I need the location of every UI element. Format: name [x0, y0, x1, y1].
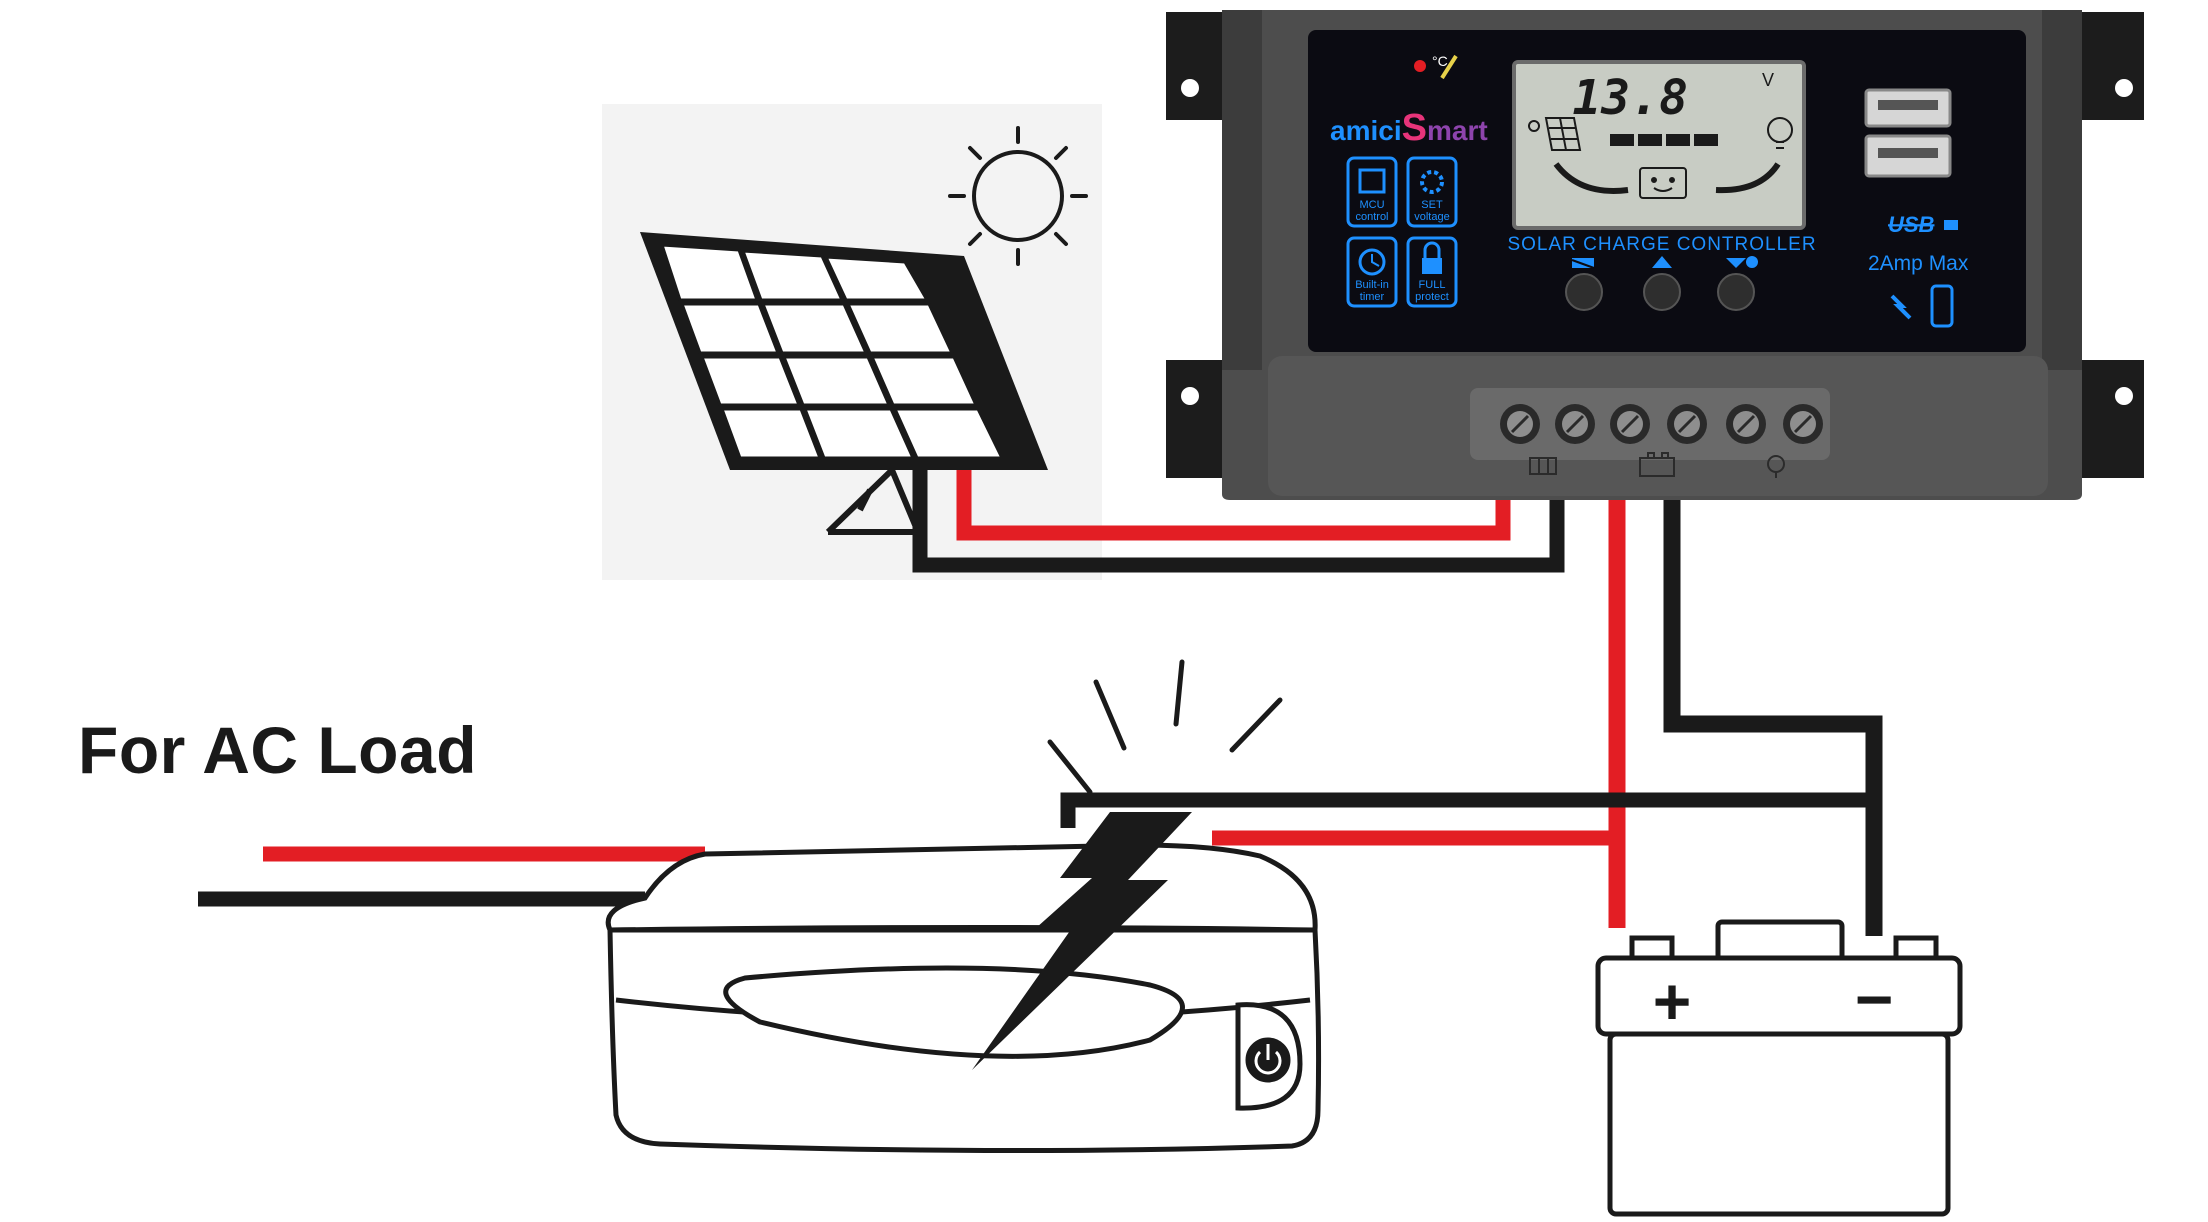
battery-case: [1607, 1031, 1951, 1217]
battery-negative-symbol: −: [1855, 962, 1894, 1036]
usb-ports: [1864, 88, 1952, 178]
mcu-control-icon: MCU control: [1346, 156, 1398, 228]
control-buttons: [1565, 256, 1758, 311]
terminal-labels: [1529, 452, 1785, 478]
inverter-top: [605, 842, 1318, 933]
wires: [198, 470, 1883, 936]
battery-negative-wire: [1663, 495, 1883, 936]
menu-button[interactable]: [1565, 273, 1603, 311]
protection-lock-icon: FULL protect: [1406, 236, 1458, 308]
brand-logo: amiciSmart: [1330, 107, 1488, 149]
solar-negative-wire: [912, 470, 1565, 573]
svg-text:MCU: MCU: [1359, 199, 1384, 211]
svg-text:timer: timer: [1360, 291, 1385, 303]
thermometer-icon: °C: [1414, 53, 1458, 80]
usb-phone-icon: [1890, 284, 1954, 328]
lcd-voltage-unit: V: [1762, 70, 1774, 90]
battery-positive-symbol: +: [1653, 964, 1692, 1038]
usb-logo: USB: [1888, 212, 1935, 237]
lcd-solar-icon: [1528, 117, 1582, 151]
mount-hole: [1181, 387, 1199, 405]
ac-load-label: For AC Load: [78, 713, 478, 787]
mount-ear-left-top: [1166, 12, 1226, 120]
lcd-flow-arrows: [1553, 162, 1781, 194]
mount-hole: [2115, 79, 2133, 97]
lightning-bolt-icon: [972, 812, 1192, 1070]
terminal-screw: [1783, 404, 1823, 444]
battery: [1595, 919, 1963, 1217]
feature-icons: MCU control SET voltage Built-in timer F…: [1346, 156, 1458, 308]
svg-text:SET: SET: [1421, 199, 1443, 211]
up-button-icon: [1652, 256, 1672, 268]
mount-ear-left-bottom: [1166, 360, 1226, 478]
terminal-screw: [1610, 404, 1650, 444]
inverter-handle-groove: [723, 965, 1185, 1059]
mount-hole: [2115, 387, 2133, 405]
timer-icon: Built-in timer: [1346, 236, 1398, 308]
solar-terminal-icon: [1529, 457, 1557, 475]
solar-panel: [640, 232, 1048, 535]
mount-ear-right-top: [2080, 12, 2144, 120]
svg-text:Built-in: Built-in: [1355, 279, 1389, 291]
lcd-battery-face-icon: [1639, 167, 1687, 199]
inverter-negative-wire: [1060, 792, 1874, 828]
usb-battery-icon: [1944, 220, 1958, 230]
load-terminal-icon: [1767, 455, 1785, 478]
up-button[interactable]: [1643, 273, 1681, 311]
lcd-display: 13.8 V: [1512, 60, 1806, 230]
lcd-voltage-reading: 13.8: [1572, 70, 1688, 126]
menu-button-icon: [1571, 258, 1595, 269]
impact-lines: [1047, 659, 1283, 795]
set-voltage-icon: SET voltage: [1406, 156, 1458, 228]
terminal-screw: [1500, 404, 1540, 444]
svg-text:°C: °C: [1432, 53, 1448, 69]
lcd-battery-bars: [1610, 134, 1718, 146]
controller-title: SOLAR CHARGE CONTROLLER: [1507, 234, 1816, 255]
controller-side-left: [1222, 10, 1262, 370]
terminal-screws: [1500, 404, 1823, 444]
terminal-screw: [1726, 404, 1766, 444]
controller-side-right: [2042, 10, 2082, 370]
svg-text:control: control: [1355, 211, 1388, 223]
inverter: [605, 842, 1322, 1154]
panel-cells: [659, 243, 1005, 460]
battery-terminal-icon: [1639, 452, 1675, 477]
svg-text:FULL: FULL: [1419, 279, 1446, 291]
terminal-screw: [1667, 404, 1707, 444]
mount-ear-right-bottom: [2080, 360, 2144, 478]
usb-current-rating: 2Amp Max: [1868, 252, 1969, 275]
down-button-icon: [1726, 256, 1758, 268]
battery-top-cap: [1715, 919, 1845, 963]
mount-hole: [1181, 79, 1199, 97]
charge-controller: [1166, 10, 2144, 500]
lcd-bulb-icon: [1767, 117, 1793, 149]
svg-text:voltage: voltage: [1414, 211, 1449, 223]
down-button[interactable]: [1717, 273, 1755, 311]
sun-icon: [948, 126, 1088, 266]
svg-text:protect: protect: [1415, 291, 1449, 303]
panel-stand: [825, 467, 921, 535]
solar-positive-wire: [956, 470, 1511, 541]
terminal-screw: [1555, 404, 1595, 444]
